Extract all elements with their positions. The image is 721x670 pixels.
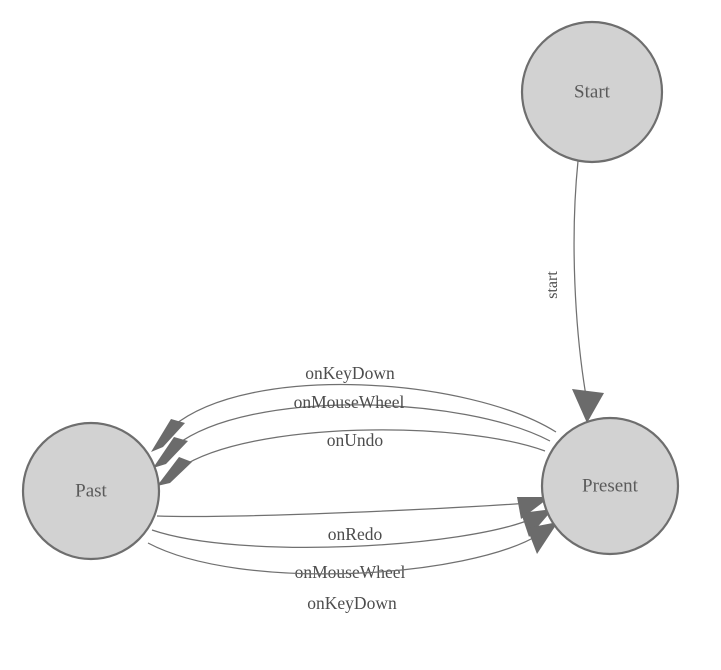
node-start[interactable]: Start [520, 20, 664, 164]
node-present[interactable]: Present [540, 416, 680, 556]
edge-redo3-label: onKeyDown [307, 593, 397, 613]
edge-present-to-past-onkeydown[interactable]: onKeyDown [151, 363, 557, 452]
node-present-circle [540, 416, 680, 556]
edge-undo3-arrowhead [157, 457, 192, 486]
edge-present-to-past-onundo[interactable]: onUndo [157, 429, 546, 486]
node-past-circle [21, 421, 161, 561]
node-start-label: Start [574, 81, 611, 102]
edge-undo2-label: onMouseWheel [294, 392, 405, 412]
edge-start-arrowhead [572, 389, 604, 423]
edge-start-to-present[interactable]: start [544, 160, 604, 423]
node-start-circle [520, 20, 664, 164]
edge-redo2-path [151, 517, 535, 549]
edge-past-to-present-onmousewheel[interactable]: onMouseWheel [151, 509, 553, 582]
edge-start-path [573, 160, 587, 397]
edge-past-to-present-onredo[interactable]: onRedo [156, 497, 550, 544]
edge-undo2-arrowhead [153, 437, 188, 468]
node-past[interactable]: Past [21, 421, 161, 561]
node-past-label: Past [75, 480, 107, 501]
edge-undo1-path [171, 383, 557, 433]
edge-redo1-label: onRedo [328, 524, 383, 544]
edge-present-to-past-onmousewheel[interactable]: onMouseWheel [153, 392, 551, 468]
node-present-label: Present [582, 475, 639, 496]
edge-undo2-path [174, 404, 551, 447]
edge-past-to-present-onkeydown[interactable]: onKeyDown [147, 522, 558, 613]
edge-redo2-label: onMouseWheel [295, 562, 406, 582]
edge-undo3-label: onUndo [327, 430, 384, 450]
edge-redo3-path [147, 533, 541, 575]
edge-redo3-arrowhead [527, 522, 558, 554]
edge-undo3-path [179, 429, 546, 469]
edge-redo1-path [156, 502, 530, 518]
edge-start-label: start [544, 271, 561, 299]
edge-undo1-arrowhead [151, 419, 185, 452]
edge-undo1-label: onKeyDown [305, 363, 395, 383]
